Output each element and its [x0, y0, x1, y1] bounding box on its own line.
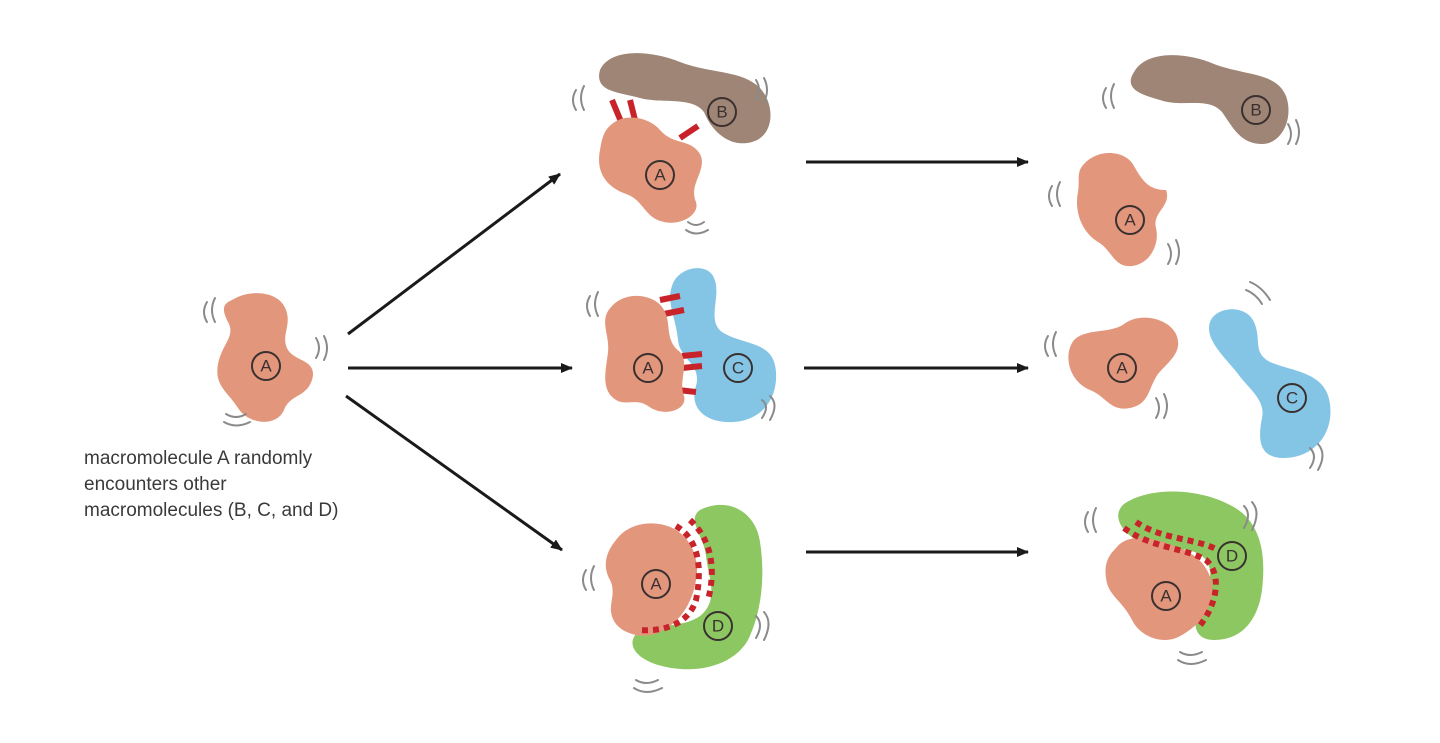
label-a: A	[642, 359, 654, 378]
label-b: B	[1250, 101, 1261, 120]
label-a: A	[1124, 211, 1136, 230]
caption-line-2: encounters other	[84, 474, 227, 495]
label-b: B	[716, 103, 727, 122]
arrow-to-d	[345, 394, 563, 552]
molecule-c-shape	[1208, 309, 1331, 458]
caption-line-1: macromolecule A randomly	[84, 448, 313, 469]
label-c: C	[732, 359, 744, 378]
arrow-to-b	[347, 172, 561, 336]
caption-line-3: macromolecules (B, C, and D)	[84, 500, 339, 521]
complex-ab: B A	[572, 53, 771, 235]
label-a: A	[1160, 587, 1172, 606]
complex-ac: C A	[586, 268, 777, 423]
molecule-a-shape	[1105, 537, 1213, 640]
molecule-a-shape	[605, 523, 698, 636]
label-a: A	[650, 575, 662, 594]
molecule-c-shape	[670, 268, 777, 423]
diagram-caption: macromolecule A randomly encounters othe…	[84, 446, 404, 524]
result-ac-dissociated: A C	[1044, 281, 1331, 471]
molecule-a-shape	[1068, 317, 1179, 409]
label-a: A	[654, 166, 666, 185]
noncovalent-bonds	[1122, 519, 1220, 630]
label-a: A	[260, 357, 272, 376]
label-d: D	[712, 617, 724, 636]
label-c: C	[1286, 389, 1298, 408]
result-ad-bound: D A	[1084, 491, 1264, 665]
molecule-d-shape	[1118, 491, 1264, 640]
noncovalent-bonds	[639, 517, 715, 634]
label-d: D	[1226, 547, 1238, 566]
molecule-a-shape	[599, 117, 702, 223]
motion-lines	[203, 297, 328, 427]
complex-ad: D A	[582, 504, 770, 693]
label-a: A	[1116, 359, 1128, 378]
molecule-a-start: A	[217, 293, 314, 422]
molecule-b-shape	[599, 53, 771, 144]
result-ab-dissociated: B A	[1048, 55, 1300, 267]
